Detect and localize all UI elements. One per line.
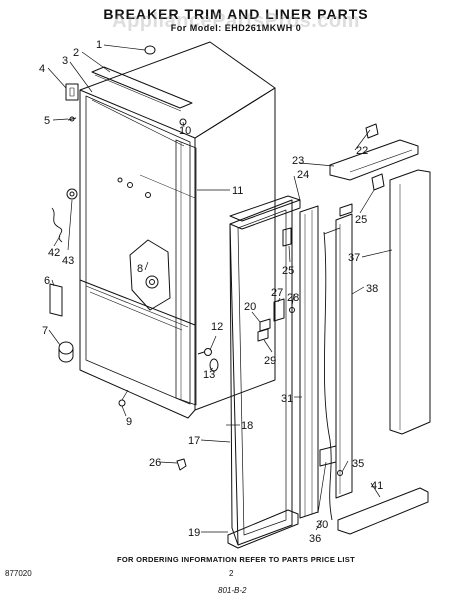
callout-20: 20 [244, 301, 256, 313]
callout-25a: 25 [282, 265, 294, 277]
callout-8: 8 [137, 263, 143, 275]
callout-43: 43 [62, 255, 74, 267]
callout-17: 17 [188, 435, 200, 447]
callout-36: 36 [309, 533, 321, 545]
model-subtitle: For Model: EHD261MKWH 0 [170, 23, 302, 33]
callout-27: 27 [271, 287, 283, 299]
door-liner-trim-right [329, 123, 431, 535]
callout-24: 24 [297, 169, 309, 181]
callout-labels: 1 2 3 4 5 6 7 8 9 10 11 12 13 17 18 19 2… [39, 39, 383, 545]
document-number: 877020 [5, 569, 32, 578]
part-code: 801-B-2 [218, 586, 247, 595]
callout-23: 23 [292, 155, 304, 167]
callout-35: 35 [352, 458, 364, 470]
callout-38: 38 [366, 283, 378, 295]
callout-31: 31 [281, 393, 293, 405]
callout-22: 22 [356, 145, 368, 157]
leader-lines [47, 44, 393, 533]
refrigerator-cabinet [49, 41, 276, 471]
callout-4: 4 [39, 63, 45, 75]
callout-13: 13 [203, 369, 215, 381]
callout-5: 5 [44, 115, 50, 127]
callout-10: 10 [179, 125, 191, 137]
callout-9: 9 [126, 416, 132, 428]
callout-1: 1 [96, 39, 102, 51]
middle-liner-strip [335, 213, 353, 499]
callout-42: 42 [48, 247, 60, 259]
callout-25b: 25 [355, 214, 367, 226]
callout-29: 29 [264, 355, 276, 367]
callout-18: 18 [241, 420, 253, 432]
callout-2: 2 [73, 47, 79, 59]
door-liner-trim-left [227, 195, 319, 549]
callout-12: 12 [211, 321, 223, 333]
callout-28: 28 [287, 292, 299, 304]
callout-3: 3 [62, 55, 68, 67]
page-number: 2 [229, 569, 234, 578]
callout-19: 19 [188, 527, 200, 539]
callout-26: 26 [149, 457, 161, 469]
diagram-title: BREAKER TRIM AND LINER PARTS [103, 6, 369, 22]
callout-30: 30 [316, 519, 328, 531]
callout-11: 11 [232, 185, 243, 197]
callout-7: 7 [42, 325, 48, 337]
callout-6: 6 [44, 275, 50, 287]
ordering-note: FOR ORDERING INFORMATION REFER TO PARTS … [117, 555, 355, 564]
callout-41: 41 [371, 480, 383, 492]
callout-37: 37 [348, 252, 360, 264]
